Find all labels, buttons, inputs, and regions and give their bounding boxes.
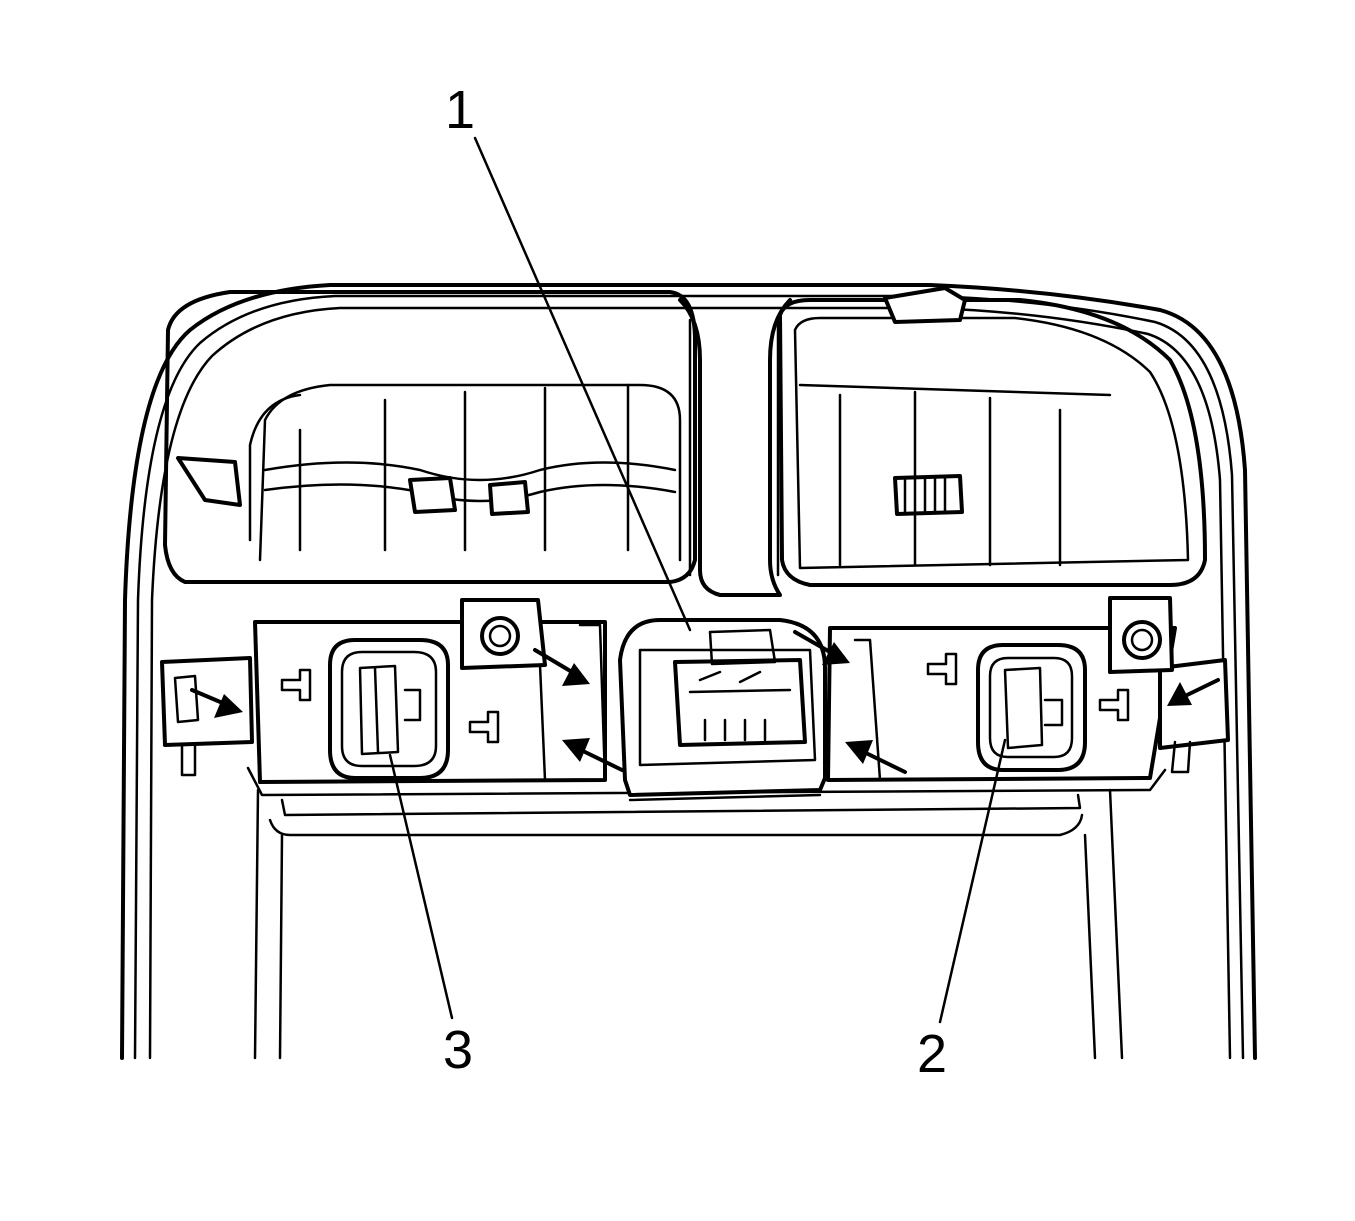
arrow-connector-upper-left bbox=[533, 648, 590, 686]
left-vent bbox=[163, 290, 697, 584]
right-vent-louvers bbox=[798, 383, 1112, 567]
arrow-left-clip bbox=[190, 688, 243, 718]
arrow-right-clip bbox=[1167, 678, 1220, 706]
center-divider bbox=[678, 298, 792, 597]
center-connector bbox=[618, 618, 827, 802]
arrow-connector-upper-right bbox=[793, 630, 850, 665]
leader-line-2 bbox=[938, 738, 1007, 1024]
right-vent bbox=[778, 286, 1207, 587]
right-lens bbox=[976, 643, 1087, 772]
leader-line-1 bbox=[473, 136, 692, 632]
leader-line-3 bbox=[388, 753, 454, 1020]
outer-housing bbox=[120, 283, 1257, 1060]
arrow-connector-lower-right bbox=[845, 740, 907, 774]
callout-3: 3 bbox=[443, 1020, 473, 1080]
callout-2: 2 bbox=[917, 1024, 947, 1084]
release-arrows bbox=[190, 630, 1220, 774]
left-vent-louvers bbox=[263, 383, 677, 552]
left-lens bbox=[328, 638, 450, 780]
callout-1: 1 bbox=[445, 80, 475, 140]
leader-lines bbox=[388, 136, 1007, 1024]
arrow-connector-lower-left bbox=[562, 738, 624, 772]
